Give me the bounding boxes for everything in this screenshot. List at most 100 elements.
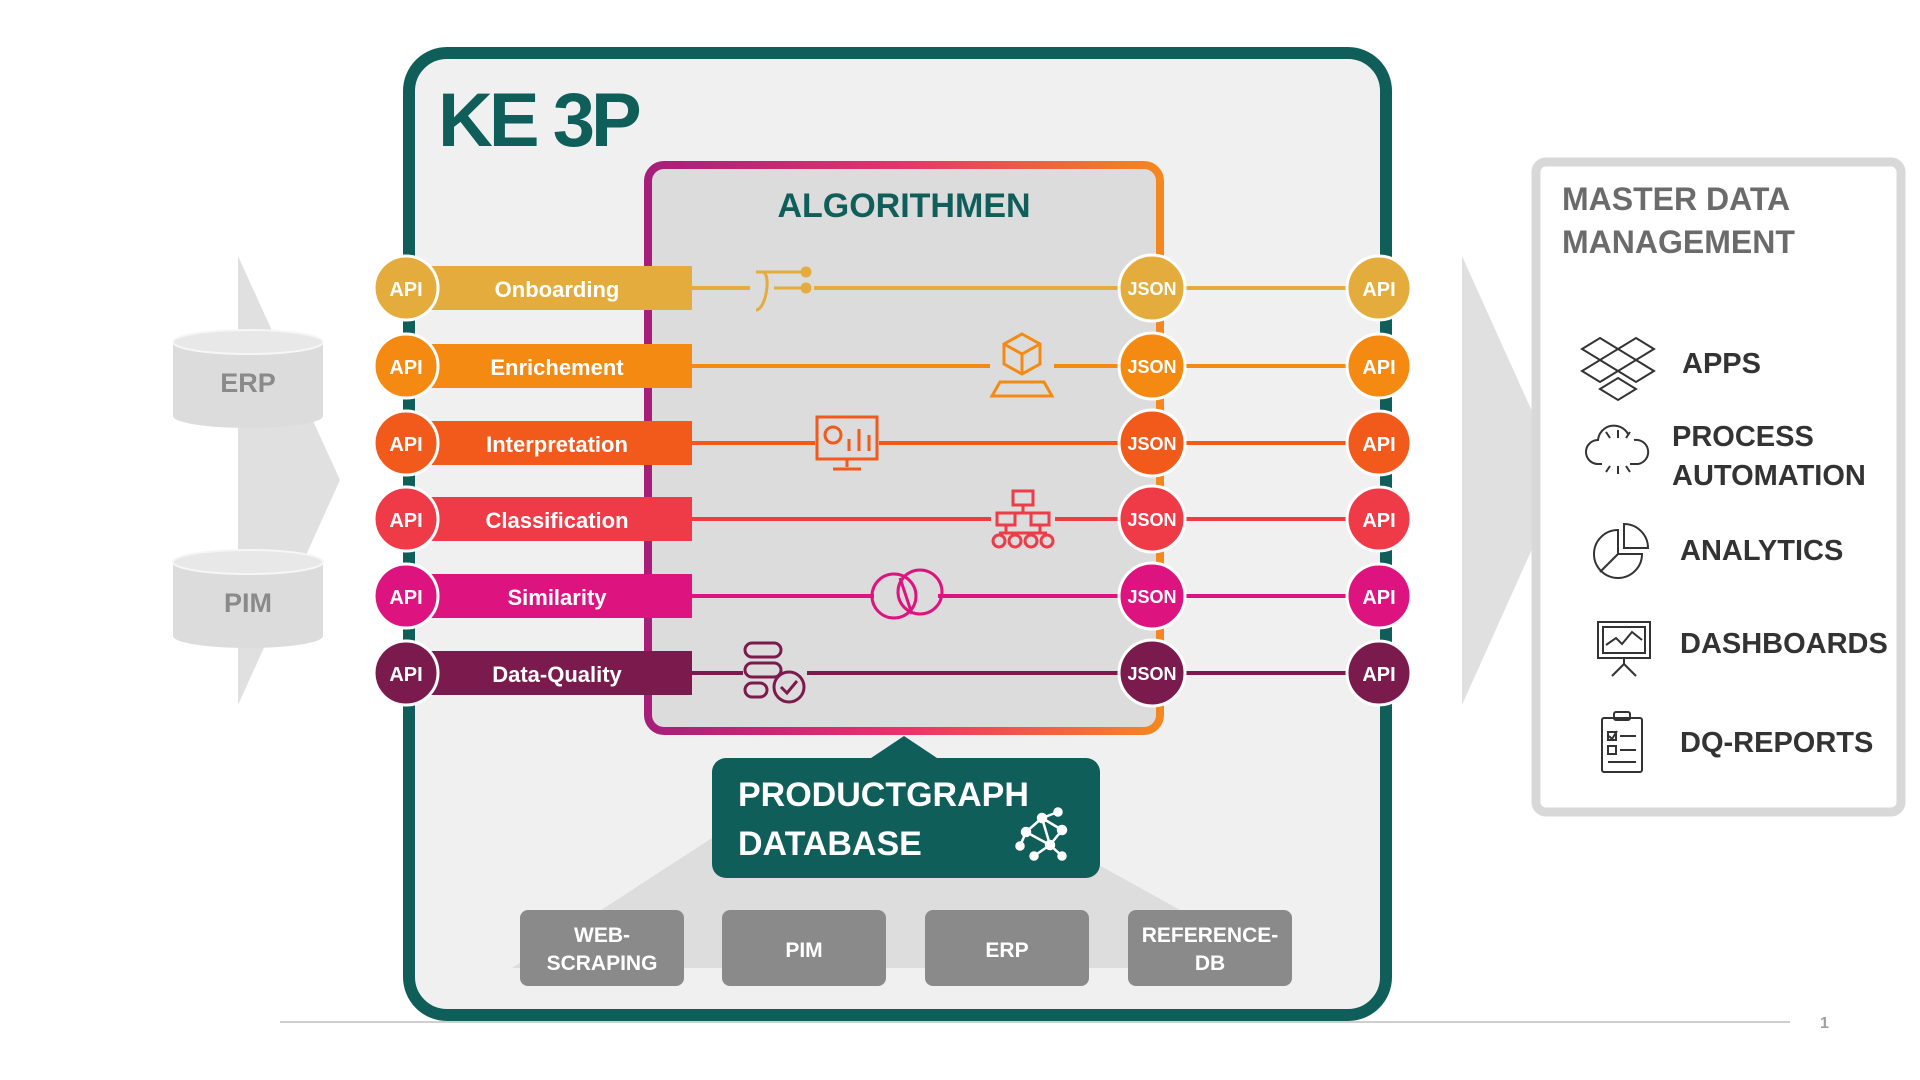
presentation-board-icon bbox=[1597, 621, 1651, 677]
json-badge bbox=[1117, 253, 1187, 323]
output-arrow bbox=[1462, 256, 1563, 705]
feed-box: REFERENCE- DB bbox=[1128, 910, 1292, 986]
pipeline-row: Onboarding API JSON API bbox=[372, 253, 1413, 323]
api-badge-right bbox=[1345, 639, 1413, 707]
feeds: WEB- SCRAPING PIM ERP REFERENCE- DB bbox=[520, 910, 1292, 986]
dropbox-layers-icon bbox=[1580, 336, 1656, 402]
feed-box: WEB- SCRAPING bbox=[520, 910, 684, 986]
api-badge-left bbox=[372, 254, 440, 322]
api-badge-left bbox=[372, 485, 440, 553]
json-badge-label: JSON bbox=[1127, 357, 1176, 377]
feed-label-line2: DB bbox=[1195, 952, 1225, 975]
json-badge-label: JSON bbox=[1127, 279, 1176, 299]
pipeline-label-bar bbox=[406, 344, 692, 388]
pipeline-row: Similarity API JSON API bbox=[372, 561, 1413, 631]
feed-box: PIM bbox=[722, 910, 886, 986]
api-badge-right bbox=[1345, 409, 1413, 477]
json-badge-label: JSON bbox=[1127, 510, 1176, 530]
algorithmen-title: ALGORITHMEN bbox=[777, 187, 1030, 225]
productgraph-line1: PRODUCTGRAPH bbox=[738, 776, 1029, 814]
api-badge-right-label: API bbox=[1362, 664, 1395, 686]
api-badge-right bbox=[1345, 332, 1413, 400]
json-badge-label: JSON bbox=[1127, 664, 1176, 684]
api-badge-left-label: API bbox=[389, 664, 422, 686]
api-badge-left-label: API bbox=[389, 587, 422, 609]
api-badge-right bbox=[1345, 254, 1413, 322]
api-badge-left-label: API bbox=[389, 357, 422, 379]
cube-3d-icon bbox=[989, 332, 1055, 398]
feed-label-line1: REFERENCE- bbox=[1142, 924, 1279, 947]
feed-box: ERP bbox=[925, 910, 1089, 986]
pipeline-row: Data-Quality API JSON API bbox=[372, 638, 1413, 708]
ke3p-logo: KE 3P bbox=[438, 78, 640, 163]
pipeline-label-bar bbox=[406, 421, 692, 465]
api-badge-left-label: API bbox=[389, 434, 422, 456]
monitor-chart-icon bbox=[815, 411, 879, 475]
hierarchy-icon bbox=[991, 487, 1055, 551]
data-check-icon bbox=[743, 641, 807, 705]
mdm-item-process-line1: PROCESS bbox=[1672, 421, 1814, 453]
productgraph-box bbox=[712, 758, 1100, 878]
mdm-panel bbox=[1531, 157, 1906, 817]
api-badge-left-label: API bbox=[389, 279, 422, 301]
api-badge-left bbox=[372, 332, 440, 400]
api-badge-left bbox=[372, 639, 440, 707]
cloud-process-icon bbox=[1585, 424, 1650, 474]
api-badge-right-label: API bbox=[1362, 279, 1395, 301]
pipeline-label: Interpretation bbox=[486, 432, 628, 457]
pie-chart-icon bbox=[1593, 522, 1650, 579]
mdm-title-line2: MANAGEMENT bbox=[1562, 224, 1795, 260]
json-badge bbox=[1117, 331, 1187, 401]
api-badge-left-label: API bbox=[389, 510, 422, 532]
api-badge-right-label: API bbox=[1362, 434, 1395, 456]
pipeline-label: Classification bbox=[485, 508, 628, 533]
mdm-item-analytics-line1: ANALYTICS bbox=[1680, 535, 1843, 567]
source-pim: PIM bbox=[172, 549, 324, 648]
algorithmen-box bbox=[644, 161, 1164, 735]
api-badge-right-label: API bbox=[1362, 357, 1395, 379]
mdm-item-dqreports-line1: DQ-REPORTS bbox=[1680, 727, 1873, 759]
pipeline-label: Enrichement bbox=[490, 355, 624, 380]
pipeline-label: Data-Quality bbox=[492, 662, 622, 687]
flow-split-icon bbox=[750, 256, 814, 320]
json-badge bbox=[1117, 484, 1187, 554]
json-badge bbox=[1117, 408, 1187, 478]
pipeline-label: Similarity bbox=[507, 585, 607, 610]
overlap-circles-icon bbox=[870, 564, 944, 628]
feed-label-line1: WEB- bbox=[574, 924, 630, 947]
api-badge-right-label: API bbox=[1362, 587, 1395, 609]
json-badge bbox=[1117, 638, 1187, 708]
source-erp-label: ERP bbox=[220, 368, 276, 398]
api-badge-right-label: API bbox=[1362, 510, 1395, 532]
api-badge-left bbox=[372, 409, 440, 477]
json-badge-label: JSON bbox=[1127, 434, 1176, 454]
pipeline-label-bar bbox=[406, 574, 692, 618]
pipeline-row: Enrichement API JSON API bbox=[372, 331, 1413, 401]
pipeline-label-bar bbox=[406, 497, 692, 541]
api-badge-left bbox=[372, 562, 440, 630]
mdm-item-dashboards-line1: DASHBOARDS bbox=[1680, 628, 1888, 660]
productgraph-line2: DATABASE bbox=[738, 825, 922, 863]
feed-label-line1: PIM bbox=[785, 939, 822, 962]
api-badge-right bbox=[1345, 562, 1413, 630]
api-badge-right bbox=[1345, 485, 1413, 553]
feed-label-line2: SCRAPING bbox=[547, 952, 658, 975]
mdm-item-apps-line1: APPS bbox=[1682, 348, 1761, 380]
pipeline-row: Interpretation API JSON API bbox=[372, 408, 1413, 478]
json-badge-label: JSON bbox=[1127, 587, 1176, 607]
page-number: 1 bbox=[1820, 1015, 1829, 1032]
feed-label-line1: ERP bbox=[985, 939, 1028, 962]
json-badge bbox=[1117, 561, 1187, 631]
network-graph-icon bbox=[1015, 807, 1068, 861]
source-erp: ERP bbox=[172, 329, 324, 428]
pipeline-label-bar bbox=[406, 651, 692, 695]
clipboard-checklist-icon bbox=[1601, 711, 1643, 773]
source-pim-label: PIM bbox=[224, 588, 272, 618]
pipeline-label: Onboarding bbox=[495, 277, 620, 302]
pipeline-label-bar bbox=[406, 266, 692, 310]
productgraph-pointer bbox=[868, 736, 940, 760]
pipeline-row: Classification API JSON API bbox=[372, 484, 1413, 554]
mdm-item-process-line2: AUTOMATION bbox=[1672, 460, 1866, 492]
mdm-title-line1: MASTER DATA bbox=[1562, 181, 1790, 217]
